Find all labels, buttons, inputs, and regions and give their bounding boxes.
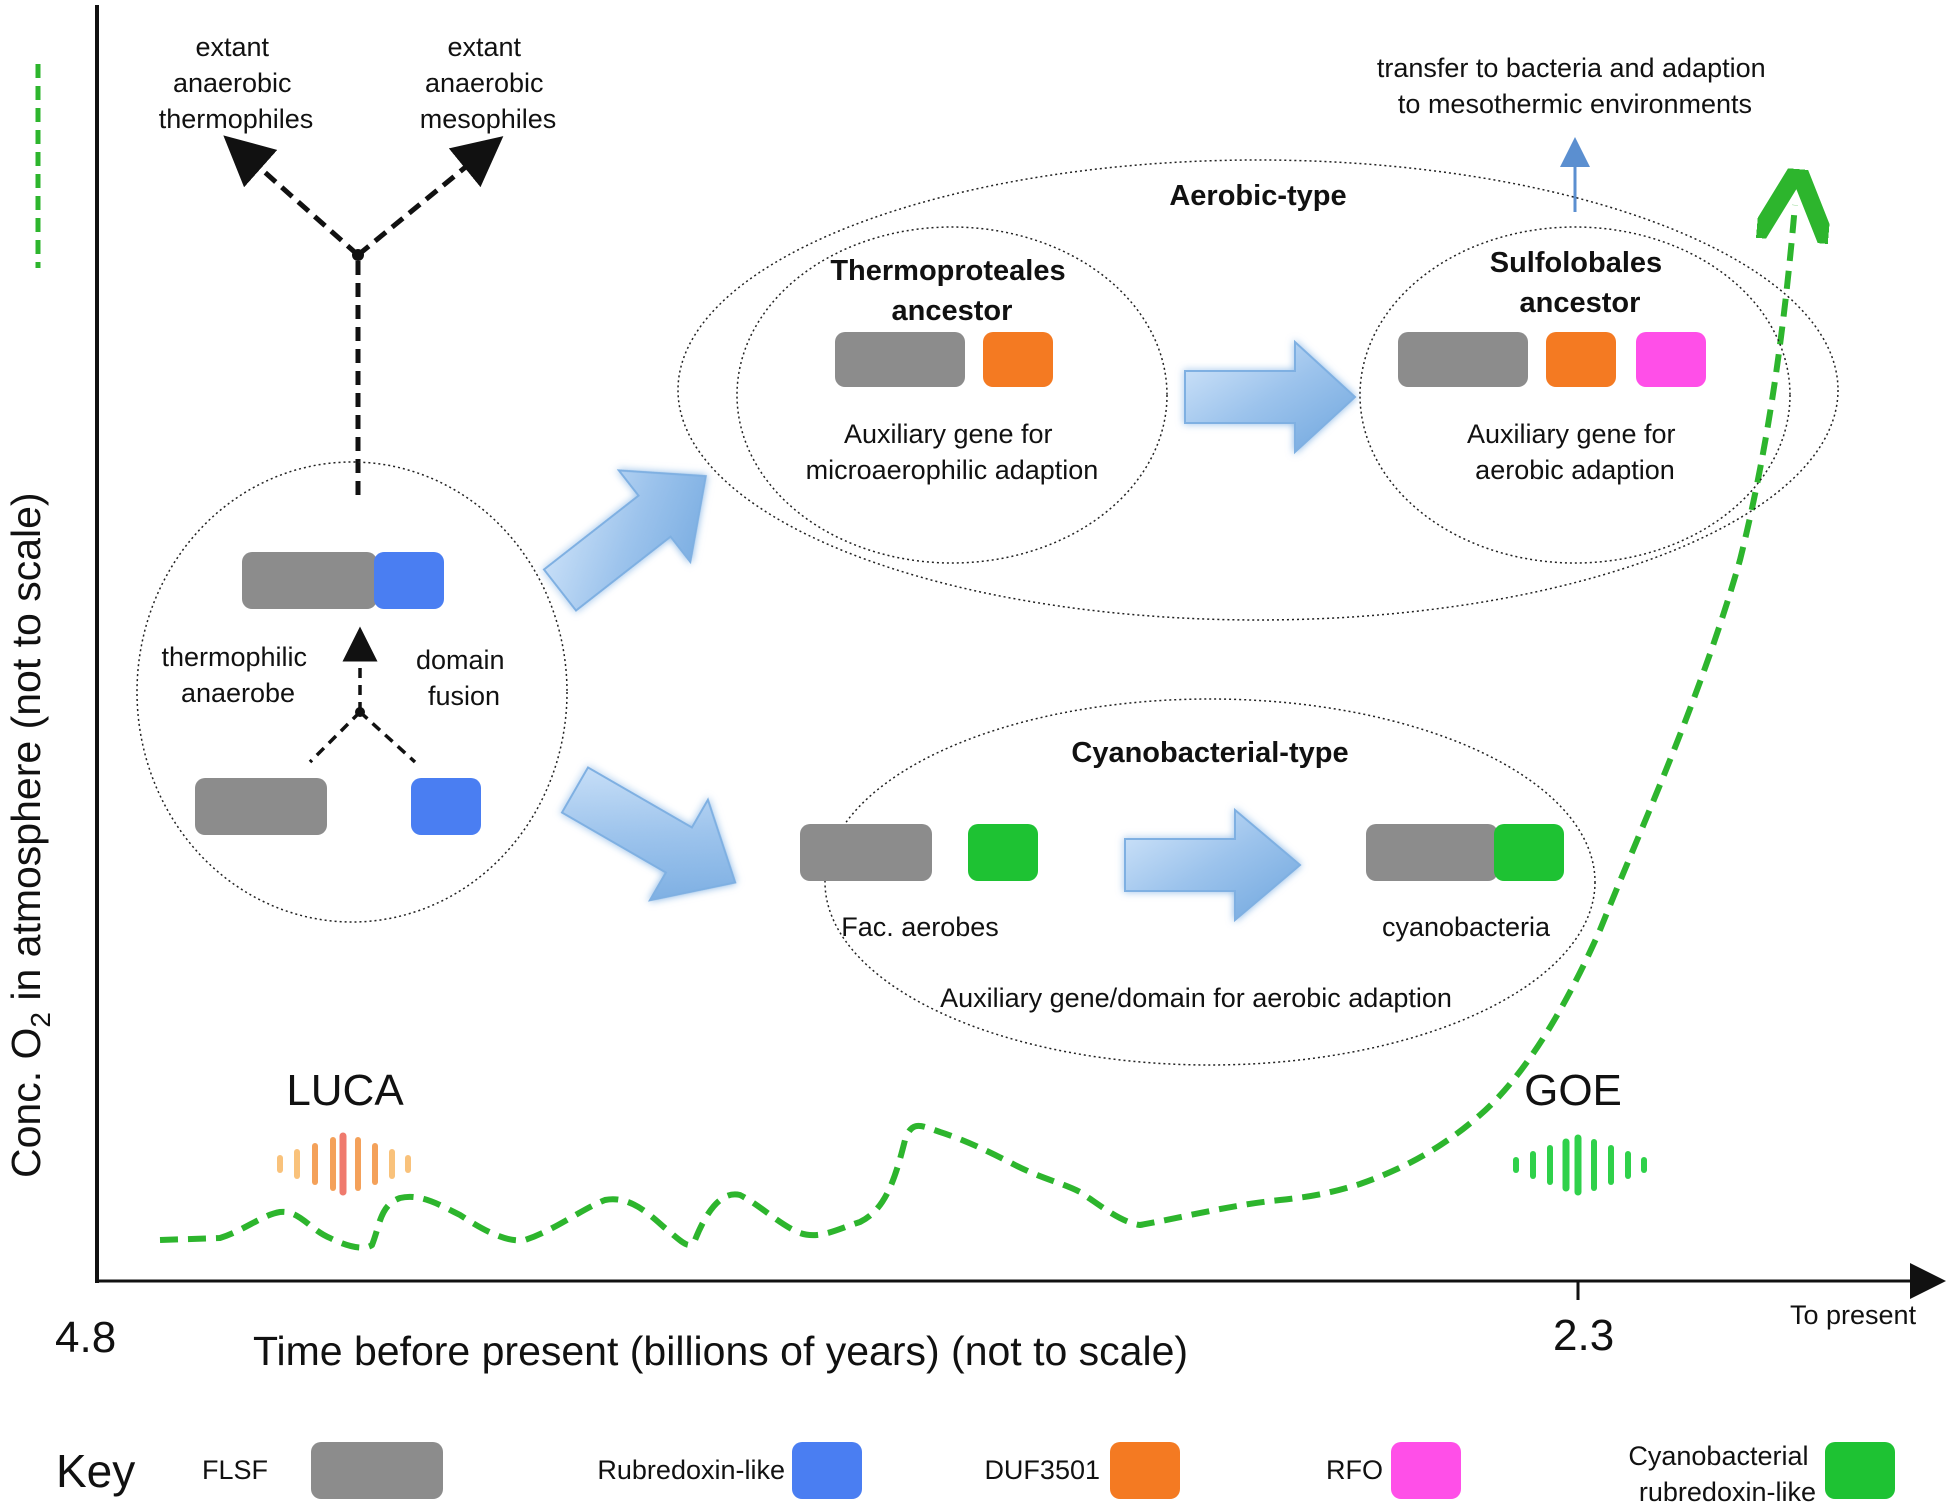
thermoproteales-ellipse	[736, 226, 1168, 564]
fac-flsf	[800, 824, 932, 881]
arrow-fac-to-cyano	[1124, 807, 1302, 923]
y-axis-label: Conc. O2 in atmosphere (not to scale)	[3, 492, 56, 1178]
sulfo-flsf	[1398, 332, 1528, 387]
fac-cyano-rubredoxin	[968, 824, 1038, 881]
extant-mesophiles-label: extant anaerobic mesophiles	[420, 32, 557, 134]
key-label-cyano-rubredoxin: Cyanobacterial rubredoxin-like	[1628, 1441, 1816, 1507]
sulfo-rfo	[1636, 332, 1706, 387]
transfer-note: transfer to bacteria and adaption to mes…	[1377, 53, 1773, 119]
cyanobacterial-type-ellipse	[824, 698, 1596, 1066]
luca-ellipse	[136, 461, 568, 923]
key-label-flsf: FLSF	[202, 1455, 268, 1485]
thermoproteales-title: Thermoproteales ancestor	[830, 255, 1073, 327]
domain-fusion-label: domain fusion	[416, 645, 512, 711]
fusion-node	[355, 707, 365, 717]
goe-label: GOE	[1524, 1066, 1622, 1115]
extant-thermophiles-label: extant anaerobic thermophiles	[159, 32, 314, 134]
x-end-label: To present	[1790, 1300, 1917, 1330]
luca-label: LUCA	[286, 1066, 404, 1115]
luca-flsf	[195, 778, 327, 835]
arrow-to-cyano	[560, 766, 737, 902]
cyanobacterial-type-title: Cyanobacterial-type	[1071, 737, 1348, 769]
sulfolobales-title: Sulfolobales ancestor	[1490, 247, 1670, 319]
arrow-thermo-to-sulfo	[1184, 339, 1357, 455]
key-swatch-flsf	[311, 1442, 443, 1499]
aerobic-type-title: Aerobic-type	[1169, 180, 1346, 212]
thermoproteales-caption: Auxiliary gene for microaerophilic adapt…	[806, 419, 1099, 485]
key-swatch-duf3501	[1110, 1442, 1180, 1499]
o2-concentration-curve	[159, 205, 1795, 1251]
luca-signal-icon	[277, 1132, 411, 1196]
key-label-rubredoxin: Rubredoxin-like	[597, 1455, 785, 1485]
key-label-duf3501: DUF3501	[984, 1455, 1100, 1485]
sulfolobales-caption: Auxiliary gene for aerobic adaption	[1467, 419, 1683, 485]
sulfolobales-ellipse	[1359, 226, 1791, 564]
key-swatch-rubredoxin	[792, 1442, 862, 1499]
aerobic-type-ellipse	[677, 159, 1839, 621]
luca-rubredoxin	[411, 778, 481, 835]
key-swatch-cyano-rubredoxin	[1825, 1442, 1895, 1499]
extant-branch	[223, 135, 504, 495]
fac-aerobes-label: Fac. aerobes	[841, 912, 999, 942]
cyanobacteria-label: cyanobacteria	[1382, 912, 1551, 942]
cyano-caption: Auxiliary gene/domain for aerobic adapti…	[940, 983, 1452, 1013]
cyano-cyano-rubredoxin	[1494, 824, 1564, 881]
key-swatch-rfo	[1391, 1442, 1461, 1499]
key-title: Key	[56, 1445, 135, 1497]
sulfo-duf3501	[1546, 332, 1616, 387]
key-label-rfo: RFO	[1326, 1455, 1383, 1485]
thermophilic-anaerobe-label: thermophilic anaerobe	[161, 642, 314, 708]
thermo-flsf	[835, 332, 965, 387]
x-tick-start: 4.8	[55, 1313, 116, 1362]
x-axis-label: Time before present (billions of years) …	[253, 1328, 1188, 1374]
key-legend: Key FLSF Rubredoxin-like DUF3501 RFO Cya…	[56, 1441, 1895, 1507]
goe-signal-icon	[1513, 1134, 1647, 1196]
luca-fused-rubredoxin	[374, 552, 444, 609]
branch-node	[352, 249, 364, 261]
thermo-duf3501	[983, 332, 1053, 387]
x-tick-goe: 2.3	[1553, 1311, 1614, 1360]
arrow-to-aerobic	[542, 469, 707, 612]
cyano-flsf	[1366, 824, 1498, 881]
domain-fusion-arrows	[308, 626, 417, 764]
luca-fused-flsf	[242, 552, 377, 609]
